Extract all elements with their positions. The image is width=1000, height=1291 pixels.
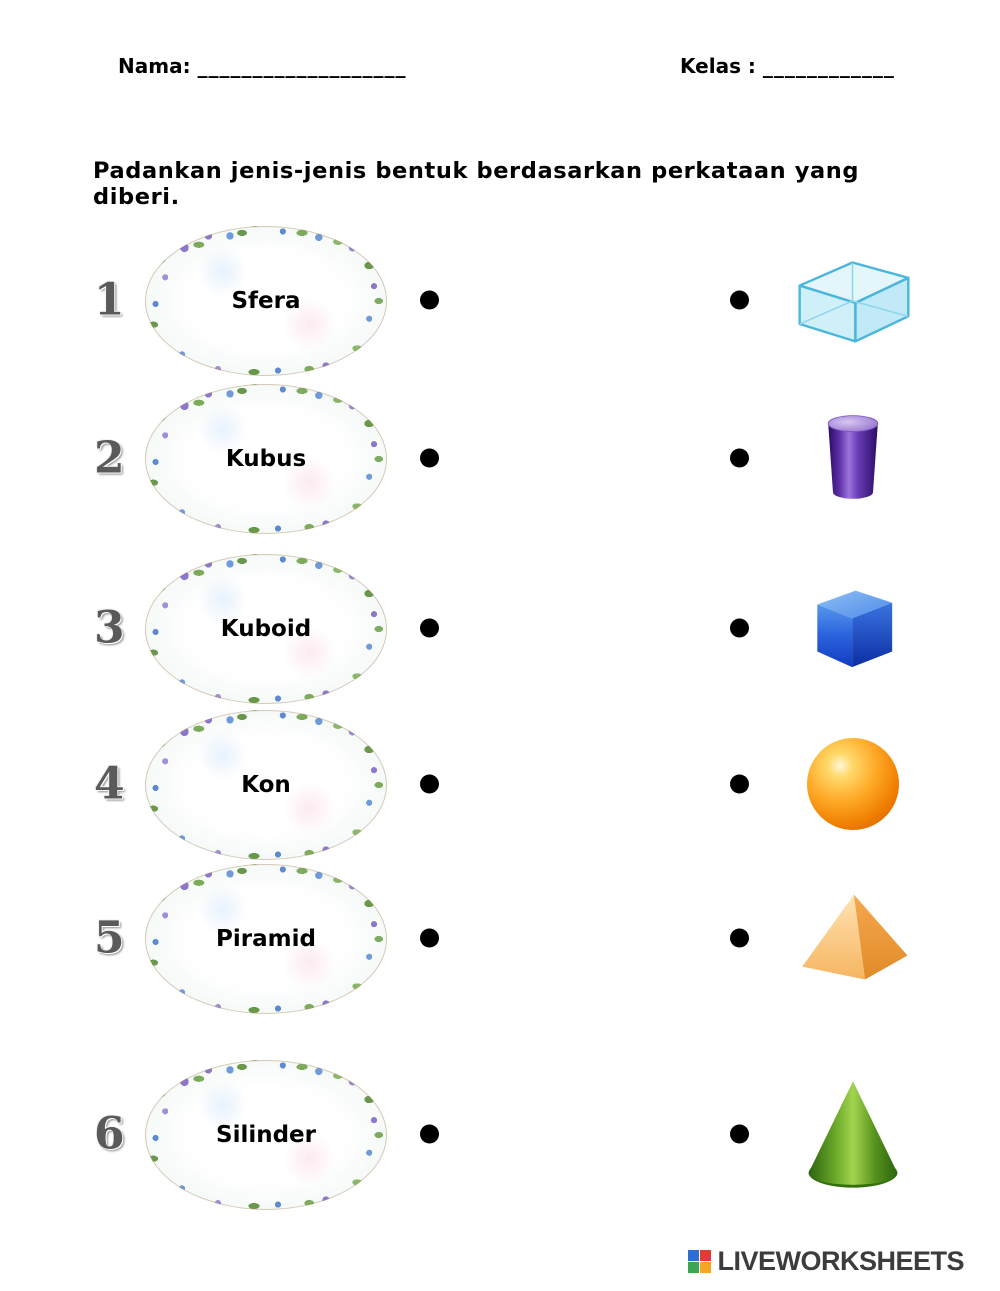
orange-pyramid-image — [802, 894, 908, 980]
class-field: Kelas : ____________ — [680, 54, 895, 78]
name-label: Nama: — [118, 54, 191, 78]
shape-name-label: Kuboid — [220, 616, 312, 642]
row-number: 5 — [94, 912, 125, 964]
match-row-2: 2 Kubus — [90, 382, 970, 534]
purple-cylinder-image — [827, 415, 879, 499]
class-blank-line[interactable]: ____________ — [762, 54, 895, 78]
match-dot-left[interactable] — [420, 774, 439, 794]
floral-wreath: Piramid — [145, 864, 387, 1014]
match-dot-left[interactable] — [420, 290, 439, 310]
shape-name-label: Piramid — [216, 926, 316, 952]
row-number: 4 — [94, 758, 125, 810]
blue-cube-image — [817, 590, 893, 668]
instruction-text: Padankan jenis-jenis bentuk berdasarkan … — [93, 158, 860, 210]
match-row-4: 4 Kon — [90, 708, 970, 860]
row-number: 2 — [94, 432, 125, 484]
match-dot-left[interactable] — [420, 928, 439, 948]
match-row-5: 5 Piramid — [90, 862, 970, 1014]
match-dot-right[interactable] — [730, 928, 749, 948]
match-dot-left[interactable] — [420, 618, 439, 638]
liveworksheets-logo-icon — [688, 1250, 712, 1273]
orange-pyramid-shape — [768, 889, 938, 987]
match-row-6: 6 Silinder — [90, 1058, 970, 1210]
floral-wreath: Kuboid — [145, 554, 387, 704]
purple-cylinder-shape — [768, 403, 938, 513]
shape-name-label: Kon — [241, 772, 291, 798]
footer-brand: LIVEWORKSHEETS — [688, 1246, 964, 1277]
shape-name-label: Silinder — [216, 1122, 316, 1148]
orange-sphere-shape — [768, 738, 938, 830]
match-row-3: 3 Kuboid — [90, 552, 970, 704]
match-dot-right[interactable] — [730, 1124, 749, 1144]
floral-wreath: Kubus — [145, 384, 387, 534]
name-field: Nama: ___________________ — [118, 54, 407, 78]
floral-wreath: Silinder — [145, 1060, 387, 1210]
orange-sphere-image — [807, 738, 899, 830]
match-dot-right[interactable] — [730, 448, 749, 468]
match-dot-left[interactable] — [420, 448, 439, 468]
brand-name: LIVEWORKSHEETS — [717, 1246, 964, 1276]
green-cone-shape — [768, 1078, 938, 1191]
match-dot-right[interactable] — [730, 774, 749, 794]
glass-cuboid-shape — [768, 252, 938, 348]
floral-wreath: Kon — [145, 710, 387, 860]
match-row-1: 1 Sfera — [90, 224, 970, 376]
match-dot-right[interactable] — [730, 618, 749, 638]
blue-cube-shape — [768, 583, 938, 674]
shape-name-label: Sfera — [231, 288, 301, 314]
match-dot-left[interactable] — [420, 1124, 439, 1144]
class-label: Kelas : — [680, 54, 756, 78]
row-number: 1 — [94, 274, 125, 326]
glass-cuboid-image — [797, 261, 910, 343]
green-cone-image — [808, 1081, 898, 1188]
name-blank-line[interactable]: ___________________ — [197, 54, 407, 78]
row-number: 3 — [94, 602, 125, 654]
floral-wreath: Sfera — [145, 226, 387, 376]
row-number: 6 — [94, 1108, 125, 1160]
shape-name-label: Kubus — [225, 446, 307, 472]
match-dot-right[interactable] — [730, 290, 749, 310]
